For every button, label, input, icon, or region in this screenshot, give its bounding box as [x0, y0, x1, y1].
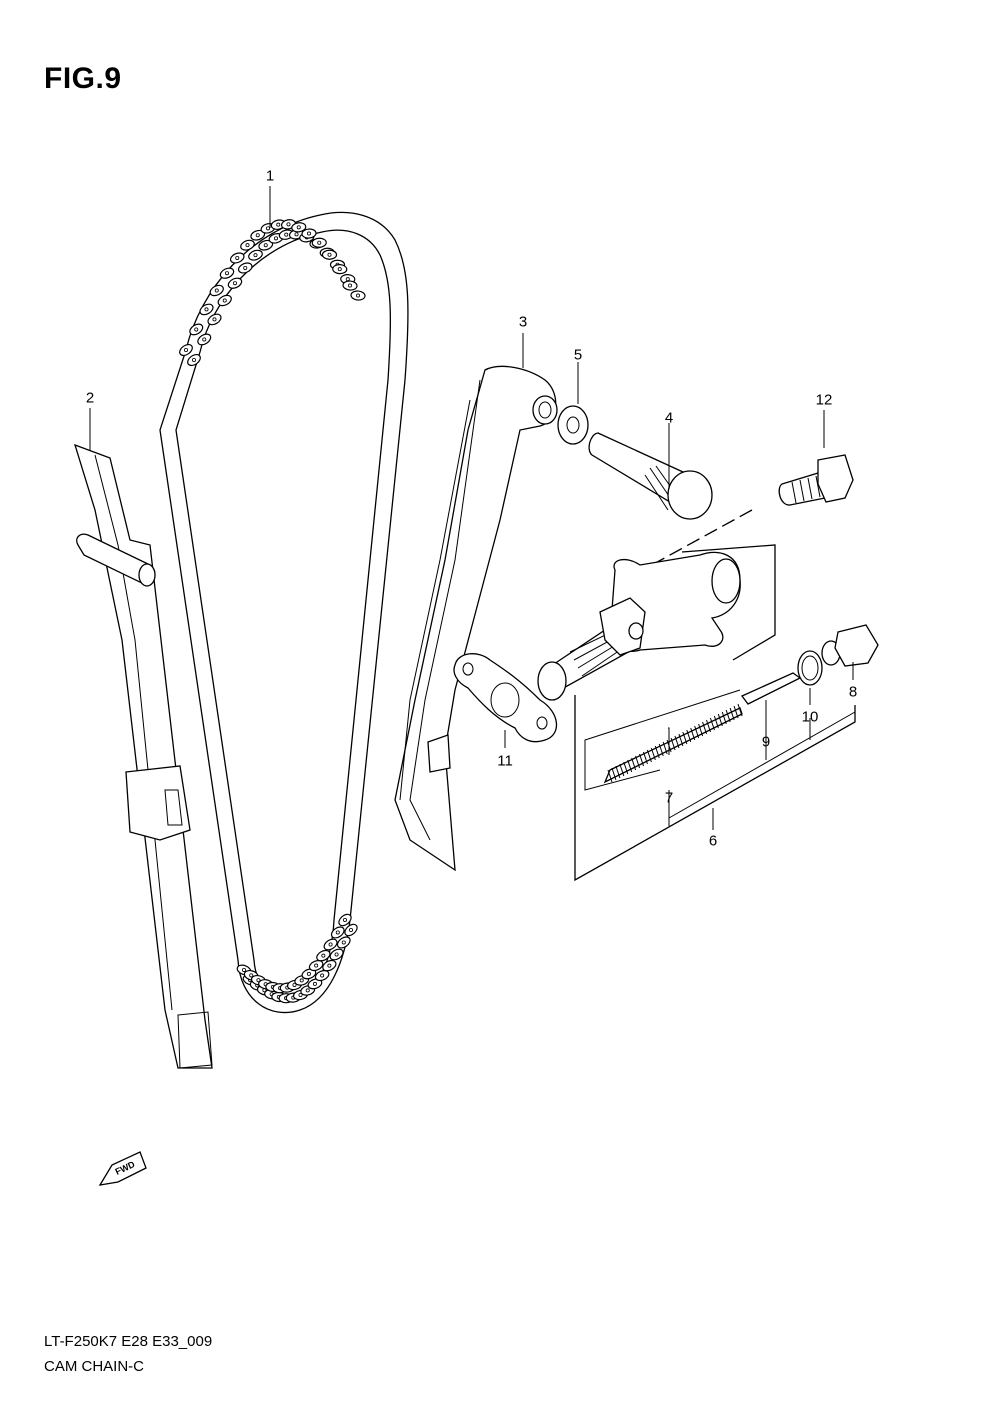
pivot-bolt-drawing	[588, 432, 713, 520]
fwd-arrow-icon	[98, 1151, 147, 1186]
plug-bolt-drawing	[821, 624, 879, 667]
callout-9: 9	[761, 733, 771, 751]
model-code: LT-F250K7 E28 E33_009	[44, 1333, 213, 1350]
washer-drawing	[557, 405, 589, 445]
bolt-drawing	[649, 454, 854, 567]
callout-5: 5	[573, 346, 583, 364]
callout-7: 7	[664, 789, 674, 807]
cam-chain-drawing	[159, 211, 409, 1014]
o-ring-drawing	[797, 650, 823, 686]
spring-and-rod-drawing	[584, 672, 802, 791]
callout-10: 10	[801, 708, 819, 726]
chain-guide-drawing	[73, 443, 213, 1069]
gasket-drawing	[453, 653, 558, 743]
callout-8: 8	[848, 683, 858, 701]
callout-12: 12	[815, 391, 833, 409]
callout-11: 11	[497, 752, 513, 770]
tensioner-arm-drawing	[394, 365, 558, 872]
callout-2: 2	[85, 389, 95, 407]
figure-title: FIG.9	[44, 62, 122, 95]
callout-4: 4	[664, 409, 674, 427]
part-name: CAM CHAIN-C	[44, 1358, 144, 1375]
callout-6: 6	[708, 832, 718, 850]
tensioner-assembly-drawing	[537, 544, 856, 882]
callout-3: 3	[518, 313, 528, 331]
callout-1: 1	[265, 167, 275, 185]
leader-lines	[89, 186, 856, 830]
